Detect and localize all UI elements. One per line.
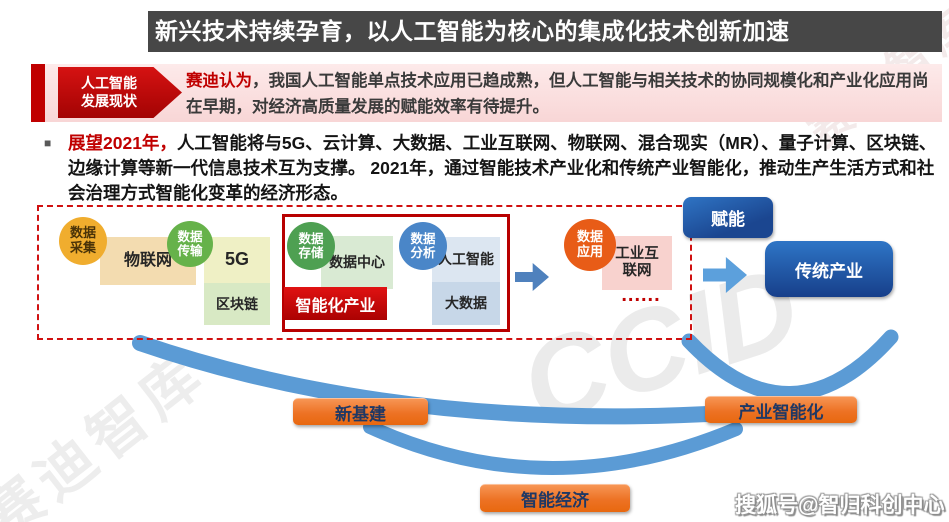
callout-body: ，我国人工智能单点技术应用已趋成熟，但人工智能与相关技术的协同规模化和产业化应用… — [186, 72, 929, 116]
badge-data-storage-label: 数据存储 — [298, 231, 324, 260]
node-5g: 5G — [204, 237, 270, 283]
badge-data-application: 数据应用 — [564, 219, 616, 271]
node-artificial-intelligence: 人工智能 — [432, 237, 500, 282]
node-traditional-industry: 传统产业 — [765, 241, 893, 297]
swoosh-lower-arc — [363, 420, 743, 475]
callout-text: 赛迪认为，我国人工智能单点技术应用已趋成熟，但人工智能与相关技术的协同规模化和产… — [186, 69, 936, 120]
slide-title: 新兴技术持续孕育，以人工智能为核心的集成化技术创新加速 — [148, 11, 942, 52]
ellipsis-dots: ...... — [621, 284, 661, 306]
pill-industry-intelligentization: 产业智能化 — [705, 396, 857, 423]
swoosh-upper-arc — [132, 335, 735, 425]
swoosh-right-arc — [681, 329, 899, 401]
bullet-square-icon: ■ — [44, 136, 52, 150]
node-blockchain: 区块链 — [204, 283, 270, 325]
outlook-paragraph: ■ 展望2021年，人工智能将与5G、云计算、大数据、工业互联网、物联网、混合现… — [44, 131, 944, 206]
badge-data-storage: 数据存储 — [287, 222, 335, 270]
badge-data-analysis: 数据分析 — [399, 222, 447, 270]
pipeline-dashed-frame — [37, 205, 692, 340]
node-industrial-internet-label: 工业互联网 — [615, 245, 659, 279]
banner-intelligent-industry: 智能化产业 — [284, 287, 387, 320]
pill-new-infrastructure: 新基建 — [293, 398, 428, 425]
badge-data-collection: 数据采集 — [59, 217, 107, 265]
outlook-body: 人工智能将与5G、云计算、大数据、工业互联网、物联网、混合现实（MR）、量子计算… — [68, 133, 937, 203]
badge-data-collection-label: 数据采集 — [69, 225, 96, 255]
callout-arrow-tag: 人工智能 发展现状 — [58, 67, 182, 118]
outlook-lead: 展望2021年， — [68, 133, 177, 153]
watermark-sohu-account: 搜狐号@智归科创中心 — [735, 494, 945, 517]
badge-data-transmission-label: 数据传输 — [177, 229, 203, 258]
callout-tag-line2: 发展现状 — [81, 92, 137, 109]
badge-data-application-label: 数据应用 — [576, 229, 603, 259]
callout-accent-bar — [31, 64, 45, 122]
callout-panel — [45, 64, 942, 122]
callout-lead: 赛迪认为 — [186, 72, 252, 90]
callout-tag-line1: 人工智能 — [81, 75, 137, 91]
badge-data-analysis-label: 数据分析 — [410, 231, 436, 260]
label-empower: 赋能 — [683, 197, 773, 238]
badge-data-transmission: 数据传输 — [167, 221, 213, 267]
intelligent-industry-group-frame — [282, 214, 510, 332]
node-big-data: 大数据 — [432, 282, 500, 325]
pill-smart-economy: 智能经济 — [480, 484, 630, 512]
